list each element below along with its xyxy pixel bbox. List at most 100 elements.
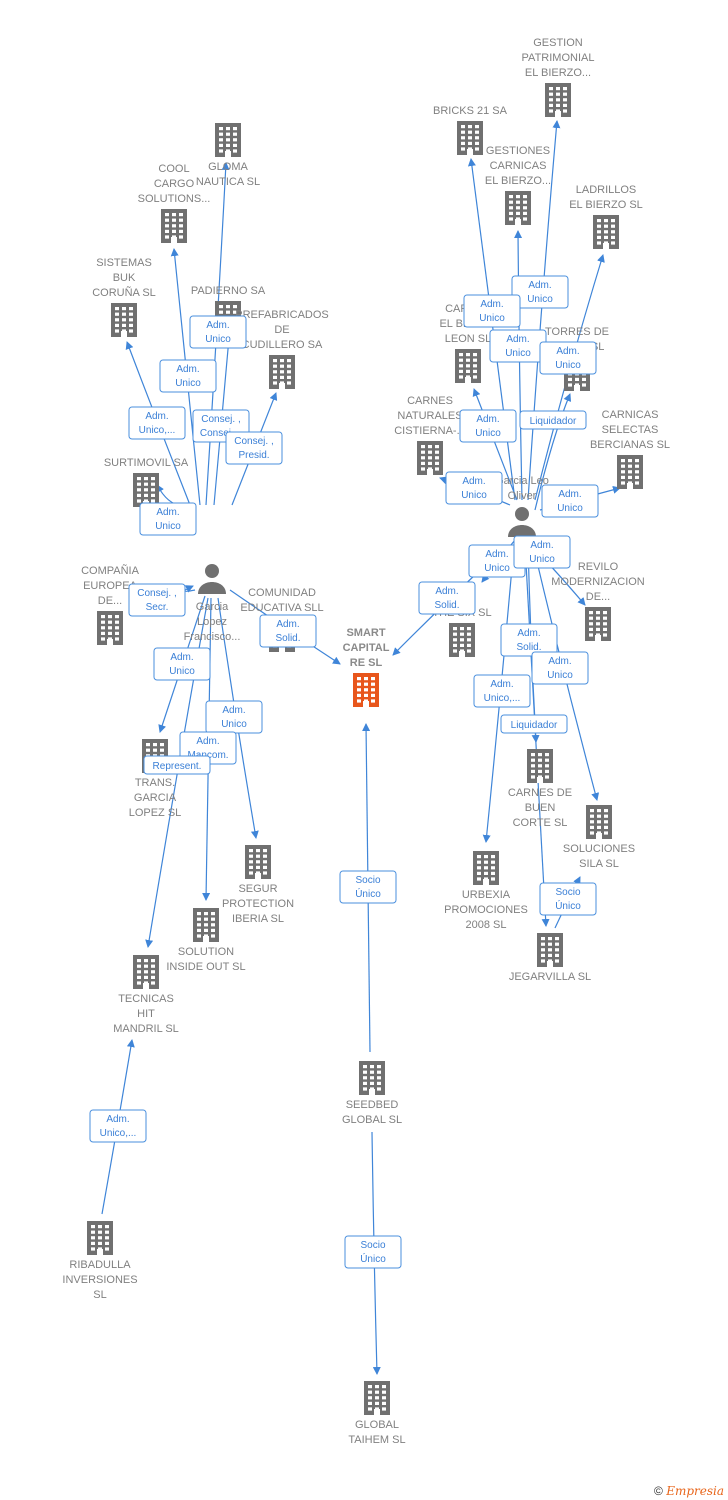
edge-role-label[interactable]: Adm.Solid. [418, 581, 476, 615]
node-revilo[interactable]: REVILOMODERNIZACIONDE... [551, 561, 645, 641]
node-label-line: INVERSIONES [62, 1274, 137, 1286]
edge-role-label[interactable]: Adm.Solid. [500, 623, 558, 657]
node-label-line: SILA SL [579, 858, 619, 870]
edge-role-label[interactable]: Adm.Unico [139, 502, 197, 536]
edge-role-label[interactable]: Adm.Unico [463, 294, 521, 328]
edge-role-label[interactable]: Liquidador [519, 410, 587, 430]
edge-role-text: Adm. [156, 507, 179, 518]
edge-role-label[interactable]: Adm.Unico,... [89, 1109, 147, 1143]
edge-role-text: Unico [547, 670, 573, 681]
node-label-line: DE... [586, 591, 610, 603]
node-label-line: COOL [158, 163, 189, 175]
edge-role-label[interactable]: Adm. Unico [159, 359, 217, 393]
edge-role-label[interactable]: Adm.Unico [541, 484, 599, 518]
edge-role-label[interactable]: Adm.Unico [539, 341, 597, 375]
footer-brand[interactable]: © Empresia [654, 1484, 724, 1498]
node-carnes_nat[interactable]: CARNESNATURALESCISTIERNA-... [394, 395, 466, 475]
edge-role-label[interactable]: Adm.Unico,... [473, 674, 531, 708]
edge-role-label[interactable]: Adm.Unico [459, 409, 517, 443]
edge-role-label[interactable]: Adm.Unico [489, 329, 547, 363]
edge-role-label[interactable]: Adm.Unico [445, 471, 503, 505]
node-bricks[interactable]: BRICKS 21 SA [433, 105, 508, 155]
edge-role-label[interactable]: Adm.Solid. [259, 614, 317, 648]
node-jegarvilla[interactable]: JEGARVILLA SL [509, 933, 591, 983]
edge-role-text: Unico [555, 360, 581, 371]
edge-role-text: Adm. [176, 364, 199, 375]
edge-role-text: Unico [484, 563, 510, 574]
edge-role-text: Unico [557, 503, 583, 514]
node-compania[interactable]: COMPAÑIAEUROPEADE... [81, 564, 140, 645]
node-label-line: EL BIERZO SL [569, 199, 643, 211]
edge-role-label[interactable]: Represent. [143, 755, 211, 775]
company-building-icon [133, 955, 159, 989]
edge-role-label[interactable]: Liquidador [500, 714, 568, 734]
node-label-line: URBEXIA [462, 889, 511, 901]
edge-role-label[interactable]: Consej. ,Secr. [128, 583, 186, 617]
edge-role-label[interactable]: Adm.Unico [153, 647, 211, 681]
edge-role-text: Adm. [222, 705, 245, 716]
edge-role-label[interactable]: Adm.Unico [189, 315, 247, 349]
edge-role-text: Socio [355, 875, 380, 886]
node-label-line: CARNICAS [490, 160, 547, 172]
node-label-line: Lopez [197, 616, 227, 628]
node-label-line: PROTECTION [222, 898, 294, 910]
edge-role-text: Unico [479, 313, 505, 324]
node-surtimovil[interactable]: SURTIMOVIL SA [104, 457, 189, 507]
node-label-line: SELECTAS [602, 424, 659, 436]
node-label-line: MODERNIZACION [551, 576, 645, 588]
edge-role-label[interactable]: Adm.Unico [205, 700, 263, 734]
edge-role-text: Unico [175, 378, 201, 389]
focus-company-building-icon [353, 673, 379, 707]
node-label-line: RIBADULLA [69, 1259, 131, 1271]
node-label-line: BRICKS 21 SA [433, 105, 508, 117]
edge-role-text: Adm. [206, 320, 229, 331]
edge-garcia_lopez-to-compania [184, 585, 196, 593]
node-label-line: PROMOCIONES [444, 904, 528, 916]
node-label-line: EL BIERZO... [525, 67, 591, 79]
edge-role-text: Unico [527, 294, 553, 305]
edge-role-text: Solid. [516, 642, 541, 653]
edge-role-text: Adm. [196, 736, 219, 747]
company-building-icon [87, 1221, 113, 1255]
company-building-icon [473, 851, 499, 885]
node-label-line: RE SL [350, 657, 383, 669]
edge-role-label[interactable]: Adm.Unico [513, 535, 571, 569]
node-label-line: GARCIA [134, 792, 177, 804]
node-label-line: Garcia Leo [495, 475, 549, 487]
edge-role-label[interactable]: Consej. ,Presid. [225, 431, 283, 465]
company-building-icon [537, 933, 563, 967]
edge-role-text: Liquidador [530, 416, 577, 427]
copyright-symbol: © [654, 1484, 663, 1498]
edge-role-label[interactable]: Adm.Unico [511, 275, 569, 309]
node-garcia_lopez[interactable]: GarciaLopezFrancisco... [184, 564, 241, 643]
edge-role-text: Adm. [530, 540, 553, 551]
edge-role-label[interactable]: Adm.Unico [531, 651, 589, 685]
edge-role-label[interactable]: Adm.Unico,... [128, 406, 186, 440]
node-label-line: CUDILLERO SA [242, 339, 323, 351]
node-label-line: HIT [137, 1008, 155, 1020]
node-label-line: PATRIMONIAL [522, 52, 595, 64]
node-cool[interactable]: COOLCARGOSOLUTIONS... [138, 163, 211, 243]
